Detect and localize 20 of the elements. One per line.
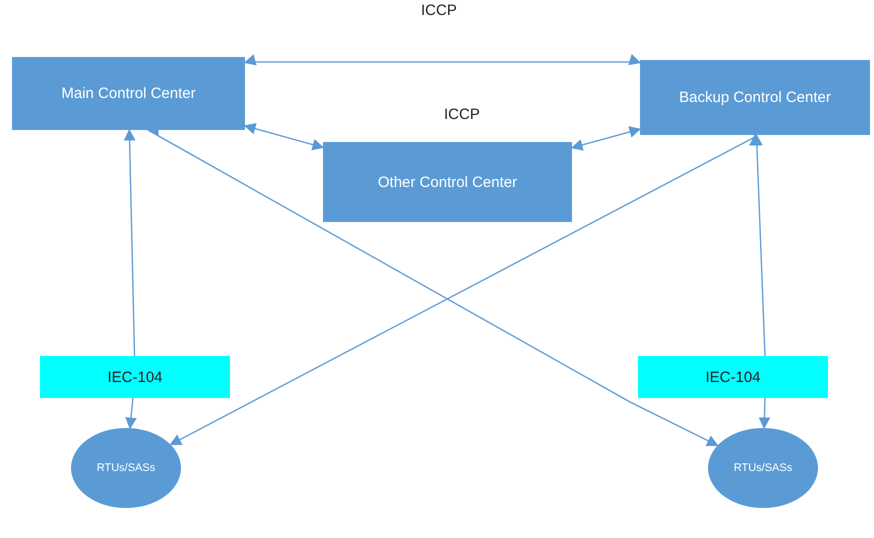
- rtu-ellipse: [708, 428, 818, 508]
- protocol-box: [638, 356, 828, 398]
- node-label: RTUs/SASs: [734, 462, 792, 474]
- node-label: Main Control Center: [61, 85, 196, 102]
- protocol-box: [40, 356, 230, 398]
- arrow: [244, 123, 324, 150]
- control-center-box: [640, 60, 870, 135]
- arrow: [758, 397, 770, 430]
- node-label: IEC-104: [705, 368, 761, 386]
- node-label: RTUs/SASs: [96, 462, 156, 474]
- node-label: Other Control Center: [378, 174, 518, 190]
- arrow: [244, 54, 642, 66]
- arrow: [125, 398, 137, 430]
- arrow: [570, 126, 642, 151]
- node-label: IEC-104: [107, 368, 163, 386]
- arrow: [124, 128, 136, 356]
- control-center-box: [12, 57, 245, 130]
- control-center-box: [323, 142, 572, 222]
- rtu-ellipse: [71, 428, 181, 508]
- node-label: Backup Control Center: [679, 89, 831, 106]
